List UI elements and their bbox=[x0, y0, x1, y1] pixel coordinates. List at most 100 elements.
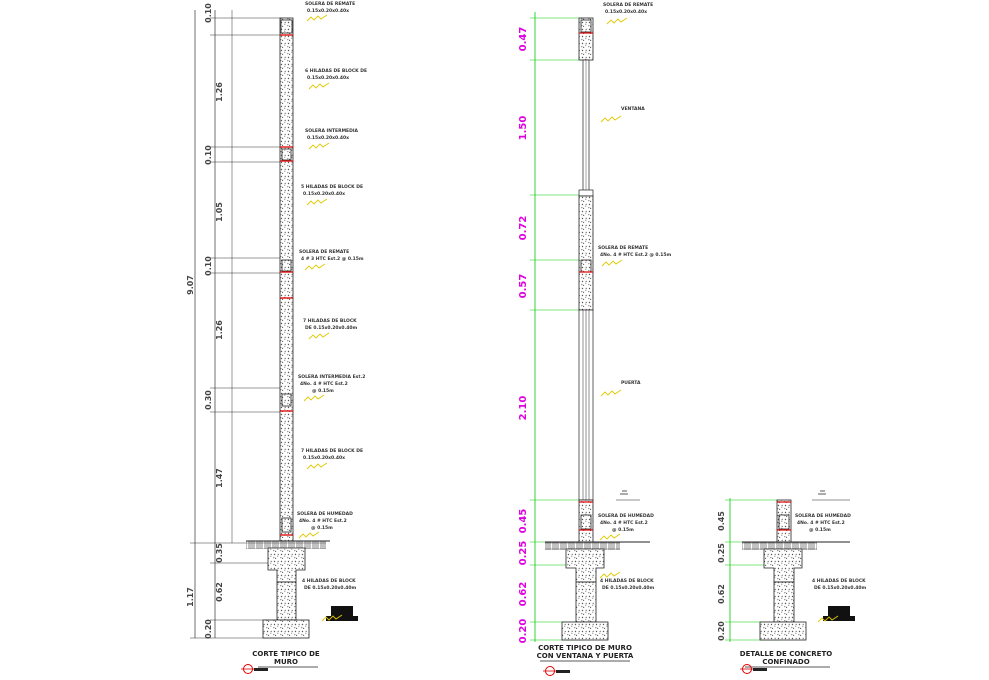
left-foundation bbox=[246, 540, 358, 639]
note: 6 HILADAS DE BLOCK DE0.15x0.20x0.40x bbox=[305, 68, 367, 90]
note: PUERTA bbox=[600, 380, 641, 397]
note-line: 4 HILADAS DE BLOCK bbox=[600, 578, 654, 584]
right-wall bbox=[742, 490, 855, 641]
left-overall-dimension: 9.07 1.17 bbox=[186, 10, 233, 638]
title-line: DETALLE DE CONCRETO bbox=[740, 650, 832, 658]
note-line: VENTANA bbox=[621, 106, 645, 112]
dim-label: 0.25 bbox=[717, 543, 726, 563]
left-wall bbox=[279, 17, 294, 546]
note-line: 4 HILADAS DE BLOCK bbox=[812, 578, 866, 584]
dim-label: 0.45 bbox=[518, 509, 529, 534]
note-line: DE 0.15x0.20x0.40m bbox=[304, 585, 356, 591]
note-line: DE 0.15x0.20x0.40m bbox=[814, 585, 866, 591]
dim-label: 0.35 bbox=[215, 543, 224, 563]
note-line: PUERTA bbox=[621, 380, 641, 386]
note-line: 0.15x0.20x0.40x bbox=[605, 9, 647, 15]
dim-label: 1.26 bbox=[215, 82, 224, 102]
middle-title: CORTE TIPICO DE MURO CON VENTANA Y PUERT… bbox=[537, 644, 634, 676]
dim-label: 0.62 bbox=[215, 582, 224, 602]
note: 7 HILADAS DE BLOCK DE0.15x0.20x0.40x bbox=[301, 448, 363, 470]
left-total-label: 9.07 bbox=[186, 275, 195, 295]
note: VENTANA bbox=[600, 106, 645, 123]
note-line: 4No. 4 # HTC Est.2 bbox=[299, 518, 347, 524]
note-line: SOLERA INTERMEDIA Est.2 bbox=[298, 374, 365, 380]
dim-label: 0.20 bbox=[204, 619, 213, 639]
left-foundation-label: 1.17 bbox=[186, 587, 195, 607]
dim-label: 1.26 bbox=[215, 320, 224, 340]
note-line: 4 # 3 HTC Est.2 @ 0.15m bbox=[301, 256, 364, 262]
dim-label: 0.20 bbox=[717, 621, 726, 641]
note-line: 4No. 4 # HTC Est.2 @ 0.15m bbox=[600, 252, 671, 258]
note-line: @ 0.15m bbox=[612, 527, 634, 533]
note-line: 0.15x0.20x0.40x bbox=[307, 8, 349, 14]
left-segment-labels: 0.10 1.26 0.10 1.05 0.10 1.26 0.30 1.47 … bbox=[204, 3, 224, 639]
dim-label: 0.30 bbox=[204, 390, 213, 410]
right-title: DETALLE DE CONCRETO CONFINADO bbox=[740, 650, 832, 674]
note-line: SOLERA DE HUMEDAD bbox=[795, 513, 851, 519]
right-section: 0.45 0.25 0.62 0.20 SOLERA DE HUMEDAD4No… bbox=[717, 490, 866, 674]
title-line: CORTE TIPICO DE bbox=[252, 650, 320, 658]
middle-dimension-labels: 0.47 1.50 0.72 0.57 2.10 0.45 0.25 0.62 … bbox=[518, 27, 529, 644]
dim-label: 1.47 bbox=[215, 468, 224, 488]
note-line: SOLERA DE REMATE bbox=[598, 245, 648, 251]
title-line: CON VENTANA Y PUERTA bbox=[537, 652, 634, 660]
dim-label: 0.62 bbox=[717, 584, 726, 604]
dim-label: 0.72 bbox=[518, 216, 529, 241]
dim-label: 0.57 bbox=[518, 274, 529, 299]
note-line: @ 0.15m bbox=[311, 525, 333, 531]
note-line: 0.15x0.20x0.40x bbox=[307, 75, 349, 81]
dim-label: 0.20 bbox=[518, 619, 529, 644]
note-line: SOLERA DE REMATE bbox=[305, 1, 355, 7]
left-section: 9.07 1.17 0.10 1.26 0.10 1.05 0.10 1.26 … bbox=[186, 1, 367, 674]
dim-label: 0.10 bbox=[204, 145, 213, 165]
dim-label: 0.10 bbox=[204, 3, 213, 23]
middle-foundation bbox=[545, 490, 650, 641]
title-line: MURO bbox=[274, 658, 298, 666]
note-line: SOLERA DE REMATE bbox=[299, 249, 349, 255]
dim-label: 0.25 bbox=[518, 541, 529, 566]
note-line: DE 0.15x0.20x0.40m bbox=[305, 325, 357, 331]
note-line: @ 0.15m bbox=[809, 527, 831, 533]
middle-section: 0.47 1.50 0.72 0.57 2.10 0.45 0.25 0.62 … bbox=[518, 2, 671, 676]
title-line: CORTE TIPICO DE MURO bbox=[538, 644, 632, 652]
dim-label: 0.10 bbox=[204, 256, 213, 276]
note-line: 4No. 4 # HTC Est.2 bbox=[300, 381, 348, 387]
dim-label: 0.62 bbox=[518, 582, 529, 607]
note-line: 0.15x0.20x0.40x bbox=[303, 455, 345, 461]
title-line: CONFINADO bbox=[762, 658, 809, 666]
note-line: SOLERA DE HUMEDAD bbox=[598, 513, 654, 519]
note-line: 4 HILADAS DE BLOCK bbox=[302, 578, 356, 584]
note-line: 7 HILADAS DE BLOCK bbox=[303, 318, 357, 324]
note-line: 7 HILADAS DE BLOCK DE bbox=[301, 448, 363, 454]
dim-label: 2.10 bbox=[518, 396, 529, 421]
note: 5 HILADAS DE BLOCK DE0.15x0.20x0.40x bbox=[301, 184, 363, 206]
note-line: SOLERA DE HUMEDAD bbox=[297, 511, 353, 517]
note-line: 6 HILADAS DE BLOCK DE bbox=[305, 68, 367, 74]
middle-wall bbox=[578, 17, 594, 545]
note-line: DE 0.15x0.20x0.40m bbox=[602, 585, 654, 591]
left-title: CORTE TIPICO DE MURO bbox=[241, 650, 320, 674]
dim-label: 0.45 bbox=[717, 511, 726, 531]
note-line: 0.15x0.20x0.40x bbox=[307, 135, 349, 141]
note-line: SOLERA DE REMATE bbox=[603, 2, 653, 8]
note-line: SOLERA INTERMEDIA bbox=[305, 128, 359, 134]
note-line: 4No. 4 # HTC Est.2 bbox=[600, 520, 648, 526]
dim-label: 1.50 bbox=[518, 116, 529, 141]
dim-label: 1.05 bbox=[215, 202, 224, 222]
